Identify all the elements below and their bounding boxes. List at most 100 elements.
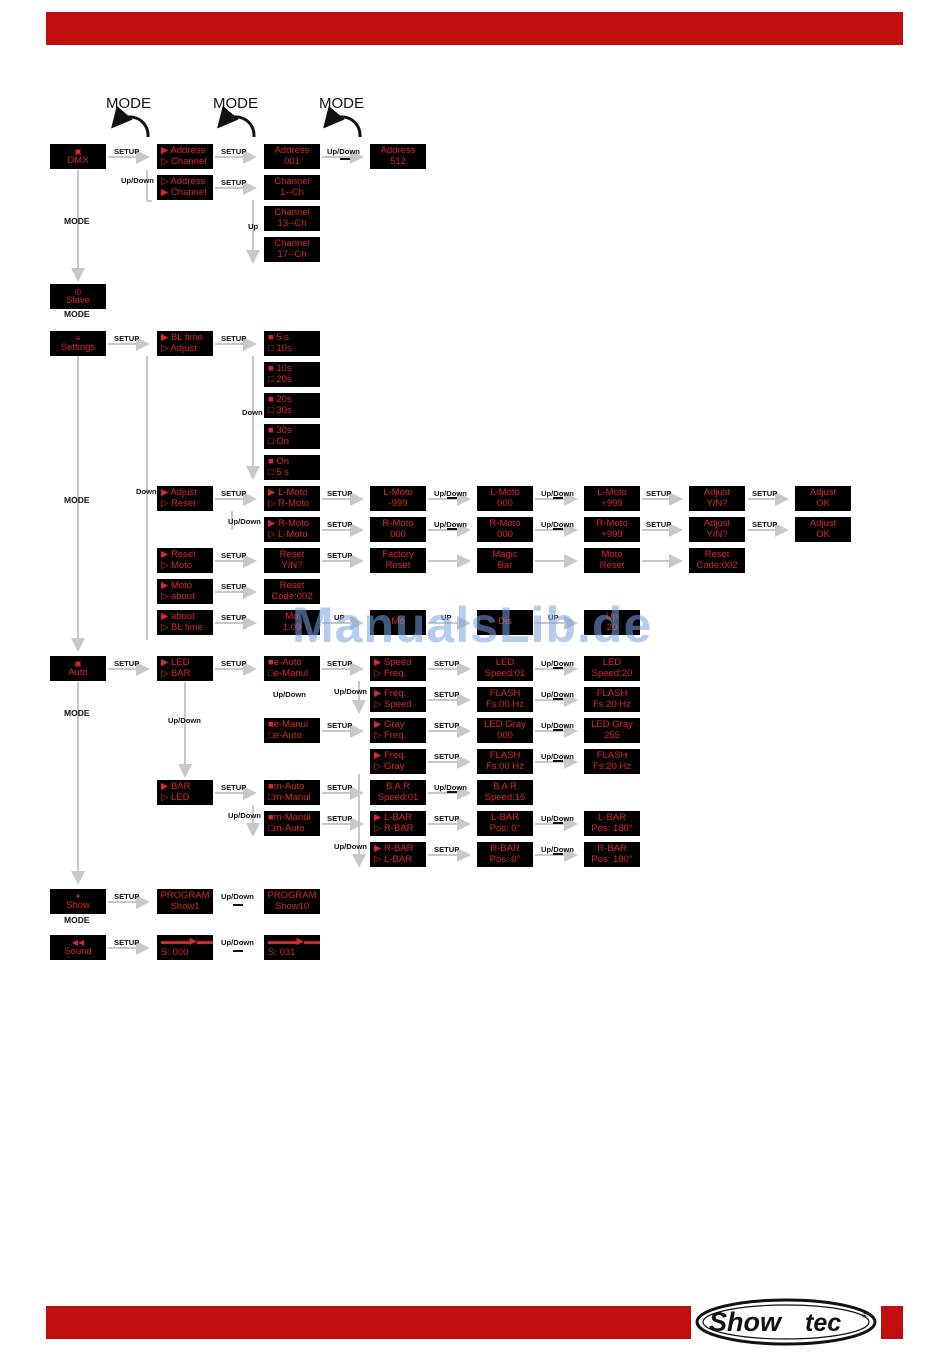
menu-box-line: L-Moto (383, 487, 413, 498)
menu-box-line: Reset (704, 549, 730, 560)
menu-box-line: ▷ Address (161, 176, 206, 187)
menu-box-line: 000 (390, 528, 406, 540)
mode-label: MODE (64, 708, 90, 718)
menu-box-line: ▶ Freq. (374, 750, 407, 761)
menu-box-line: OK (816, 497, 830, 509)
menu-box-line: Adjust (703, 518, 731, 529)
menu-box-line: Pos: 180° (591, 822, 633, 834)
minus-dash (553, 729, 563, 731)
menu-box-line: 000 (497, 729, 513, 741)
arrow-label: SETUP (221, 783, 247, 792)
menu-box-line: Show10 (274, 900, 310, 912)
menu-box-line: ▷ Channel (161, 155, 207, 167)
menu-box-line: ▶ Reset (161, 549, 196, 560)
logo-text-b: tec (805, 1309, 841, 1337)
arrow-label: SETUP (434, 814, 460, 823)
menu-box-line: Pos: 0° (489, 822, 521, 834)
menu-box-line: Show (66, 899, 90, 911)
arrow-label: SETUP (752, 520, 778, 529)
menu-box-line: ▶ Adjust (161, 487, 197, 498)
menu-box-line: 001 (284, 155, 300, 167)
loop-arrow (111, 105, 150, 138)
menu-box-line: Y/N? (706, 497, 728, 509)
arrow-label: SETUP (114, 659, 140, 668)
sound-icon: ◀◀ (71, 937, 85, 947)
menu-box-line: B A R (386, 781, 410, 792)
menu-box-line: Adjust (703, 487, 731, 498)
menu-box-line: ▬▬▬▶▬▬▬▬ (161, 936, 213, 947)
arrow-label: SETUP (434, 845, 460, 854)
minus-dash (447, 497, 457, 499)
menu-box-line: ■ On (268, 456, 290, 467)
mode-label: MODE (64, 495, 90, 505)
menu-box: ▶ Address▷ Channel (157, 144, 213, 169)
arrow-label: Up/Down (541, 752, 574, 761)
menu-box-line: □ 5 s (268, 466, 290, 478)
arrow-label: SETUP (327, 551, 353, 560)
menu-box-line: ■ 10s (268, 363, 292, 374)
watermark-text: ManualsLib.de (292, 597, 653, 653)
menu-box: ■ 30s□ On (264, 424, 320, 449)
menu-box-line: ▶ BAR (161, 781, 191, 792)
menu-box-line: Fs:00 Hz (485, 698, 524, 710)
menu-box: ▶ Freq.▷ Speed (370, 687, 426, 712)
menu-box-line: R-Moto (382, 518, 414, 529)
mode-box-slave: ◎Slave (50, 284, 106, 309)
arrow-label: Up/Down (327, 147, 360, 156)
menu-box: ■m-Manul□m-Auto (264, 811, 320, 836)
arrow-label: Up/Down (121, 176, 154, 185)
menu-box: ■ 5 s□ 10s (264, 331, 320, 356)
menu-box-line: 000 (497, 497, 513, 509)
arrow-label: SETUP (434, 659, 460, 668)
arrow-label: SETUP (646, 520, 672, 529)
arrow-label: Up/Down (434, 520, 467, 529)
logo-reg: ® (862, 1311, 868, 1320)
menu-box-line: ▶ Speed (374, 657, 412, 668)
menu-box: L-Moto-999 (370, 486, 426, 511)
menu-box: ▬▬▬▶▬▬▬▬S: 031 (264, 935, 320, 960)
arrow-label: SETUP (114, 938, 140, 947)
menu-box: ■e-Auto□e-Manul (264, 656, 320, 681)
menu-box-line: □ 10s (268, 342, 292, 354)
menu-box-line: ▷ Speed (374, 698, 412, 710)
menu-box: ■ 20s□ 30s (264, 393, 320, 418)
menu-box-line: ▷ Reset (161, 497, 196, 509)
menu-box-line: ▷ BAR (161, 667, 191, 679)
minus-dash (553, 760, 563, 762)
loop-arrow (217, 105, 256, 138)
menu-box-line: □e-Auto (268, 729, 302, 741)
menu-box: ▶ R-Moto▷ L-Moto (264, 517, 320, 542)
menu-box-line: ▷ R-BAR (374, 822, 414, 834)
menu-box-line: Bar (497, 559, 513, 571)
menu-box-line: ▶ Moto (161, 580, 193, 591)
menu-box-line: LED Gray (484, 719, 526, 730)
arrow-label: Up/Down (434, 783, 467, 792)
menu-box: Mo (370, 610, 426, 635)
menu-box-line: ▶ Channel (161, 186, 207, 198)
slave-icon: ◎ (74, 286, 82, 296)
minus-dash (233, 904, 243, 906)
menu-box: ■ 10s□ 20s (264, 362, 320, 387)
arrow-label: SETUP (327, 489, 353, 498)
menu-box-line: R-BAR (490, 843, 520, 854)
header-bar (46, 12, 903, 45)
menu-box-line: B A R (493, 781, 517, 792)
menu-box-line: Channel (274, 207, 310, 218)
show-icon: ✦ (74, 891, 82, 901)
menu-box: ▶ Speed▷ Freq. (370, 656, 426, 681)
